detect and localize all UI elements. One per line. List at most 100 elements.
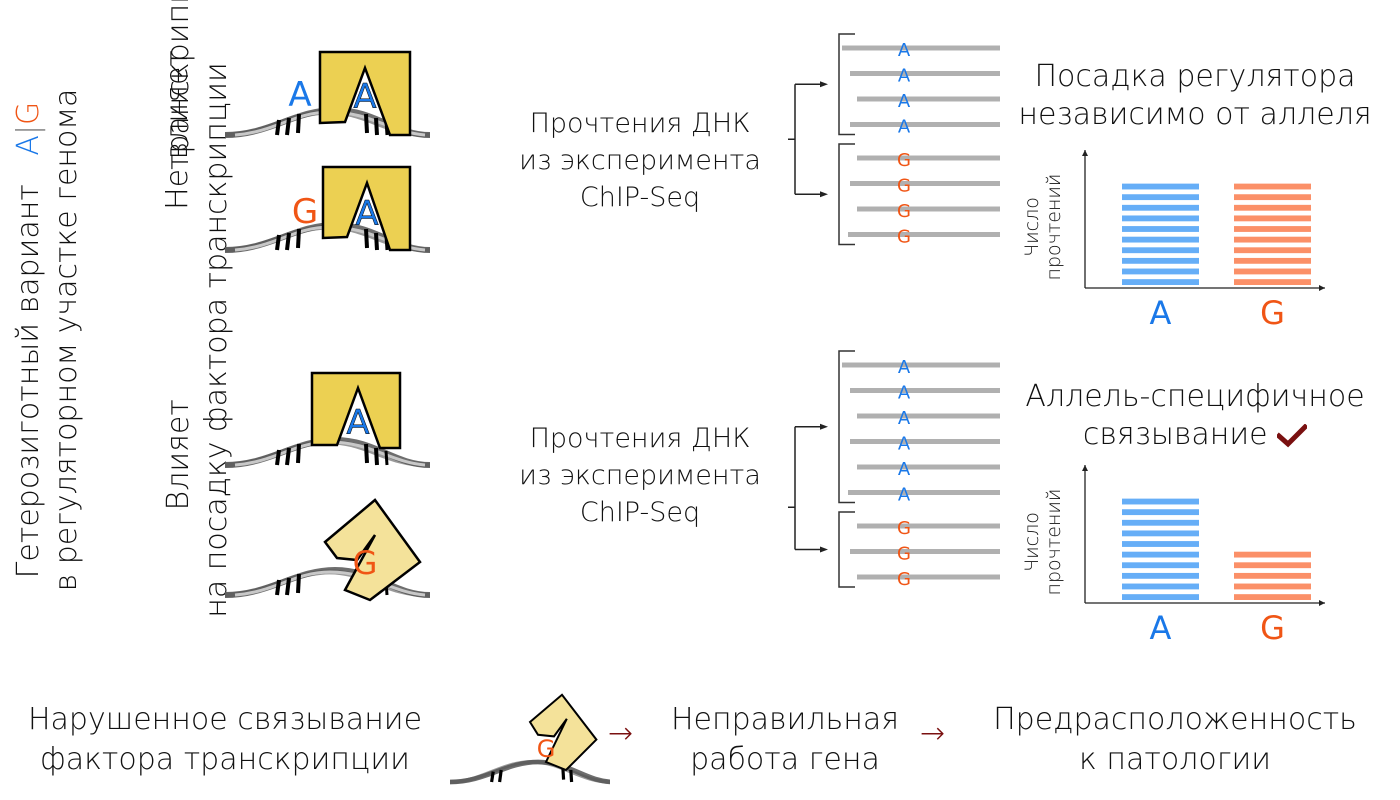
outer-allele: G [292,192,318,232]
bar-stripe [1122,268,1199,275]
allele-g-label: G [11,101,46,125]
bar-stripe [1122,562,1199,569]
flow-arrow-icon: → [608,716,634,751]
read-group-bracket [838,33,855,136]
split-connector [788,426,825,551]
bar-stripe [1234,583,1311,590]
read-group-bracket [838,350,855,504]
y-axis-label: Числопрочтений [1021,174,1065,281]
flow-step-line: Нарушенное связывание [27,702,423,737]
variant-label: Гетерозиготный вариант A|G в регуляторно… [10,60,90,620]
outer-allele: A [288,75,311,115]
bar-a [1122,183,1199,285]
read-group-bracket [838,511,855,588]
flow-step-line: фактора транскрипции [40,742,410,777]
bar-stripe [1122,247,1199,254]
bar-stripe [1122,215,1199,222]
chart-title-line: Аллель-специфичное [1025,379,1365,414]
bar-stripe [1122,183,1199,190]
flow-step-line: Неправильная [670,702,899,737]
bar-stripe [1122,279,1199,285]
chart-title-line: независимо от аллеля [1018,97,1372,132]
bar-stripe [1234,572,1311,579]
unbound-allele: G [353,544,378,582]
read-allele-g: G [897,518,911,539]
read-allele-a: A [898,117,911,138]
read-allele-a: A [898,485,911,506]
bound-allele: A [353,77,376,117]
bar-stripe [1234,268,1311,275]
bar-stripe [1234,236,1311,243]
read-allele-g: G [897,569,911,590]
read-allele-g: G [897,176,911,197]
bar-stripe [1122,551,1199,558]
bar-g [1234,551,1311,600]
flow-step-line: к патологии [1079,742,1271,777]
bar-stripe [1234,194,1311,201]
read-allele-g: G [897,150,911,171]
x-axis-arrow-icon [1319,285,1325,291]
bar-stripe [1122,236,1199,243]
dna-panel-3: A [225,371,430,465]
read-allele-a: A [898,459,911,480]
chart-title-line: связывание [1082,417,1268,452]
flow-allele: G [537,735,556,763]
flow-step-line: работа гена [690,742,880,777]
bar-stripe [1122,572,1199,579]
bar-stripe [1234,226,1311,232]
bar-stripe [1122,594,1199,600]
bar-stripe [1122,509,1199,516]
bar-stripe [1122,226,1199,232]
transcription-factor-bound [310,371,402,450]
y-axis-arrow-icon [1082,465,1088,471]
arrow-head-icon [820,81,828,88]
reads-caption-line: из эксперимента [519,460,761,491]
flow-dna-icon: G [450,693,610,785]
bar-a [1122,498,1199,600]
transcription-factor-bound [318,50,412,137]
x-axis-arrow-icon [1319,600,1325,606]
bound-allele: A [355,194,378,234]
bar-stripe [1234,215,1311,222]
read-allele-a: A [898,408,911,429]
bar-stripe [1122,194,1199,201]
bar-stripe [1122,583,1199,590]
bound-allele: A [346,403,369,443]
chart-title-line: Посадка регулятора [1034,59,1356,94]
bar-stripe [1122,257,1199,264]
bar-stripe [1122,530,1199,537]
read-allele-g: G [897,544,911,565]
allele-separator: | [11,124,46,136]
y-axis-label: Числопрочтений [1021,489,1065,596]
dna-panel-2: G A [225,165,430,252]
reads-caption-line: Прочтения ДНК [529,423,751,454]
bar-stripe [1122,498,1199,505]
bar-stripe [1122,541,1199,547]
arrow-head-icon [820,546,828,553]
read-allele-a: A [898,357,911,378]
flow-step-1: Нарушенное связывание фактора транскрипц… [10,700,440,780]
transcription-factor-unbound [323,498,422,602]
reads-caption-top: Прочтения ДНК из эксперимента ChIP-Seq [490,105,790,216]
transcription-factor-bound [321,165,412,252]
flow-step-3: Предрасположенность к патологии [965,700,1385,780]
reads-caption-line: из эксперимента [519,145,761,176]
read-allele-a: A [898,434,911,455]
bar-stripe [1234,247,1311,254]
variant-label-line1: Гетерозиготный вариант [11,184,46,579]
checkmark-icon [1275,422,1309,447]
variant-label-line2: в регуляторном участке генома [49,88,84,592]
arrow-head-icon [820,191,828,198]
chart-title-top: Посадка регулятора независимо от аллеля [1000,58,1390,134]
reads-caption-line: Прочтения ДНК [529,108,751,139]
reads-caption-line: ChIP-Seq [579,497,701,528]
arrow-head-icon [820,423,828,430]
chart-title-bottom: Аллель-специфичное связывание [1000,378,1390,454]
effect-line1: Влияет [161,399,196,511]
flow-step-2: Неправильная работа гена [650,700,920,780]
flow-arrow-icon: → [920,716,946,751]
